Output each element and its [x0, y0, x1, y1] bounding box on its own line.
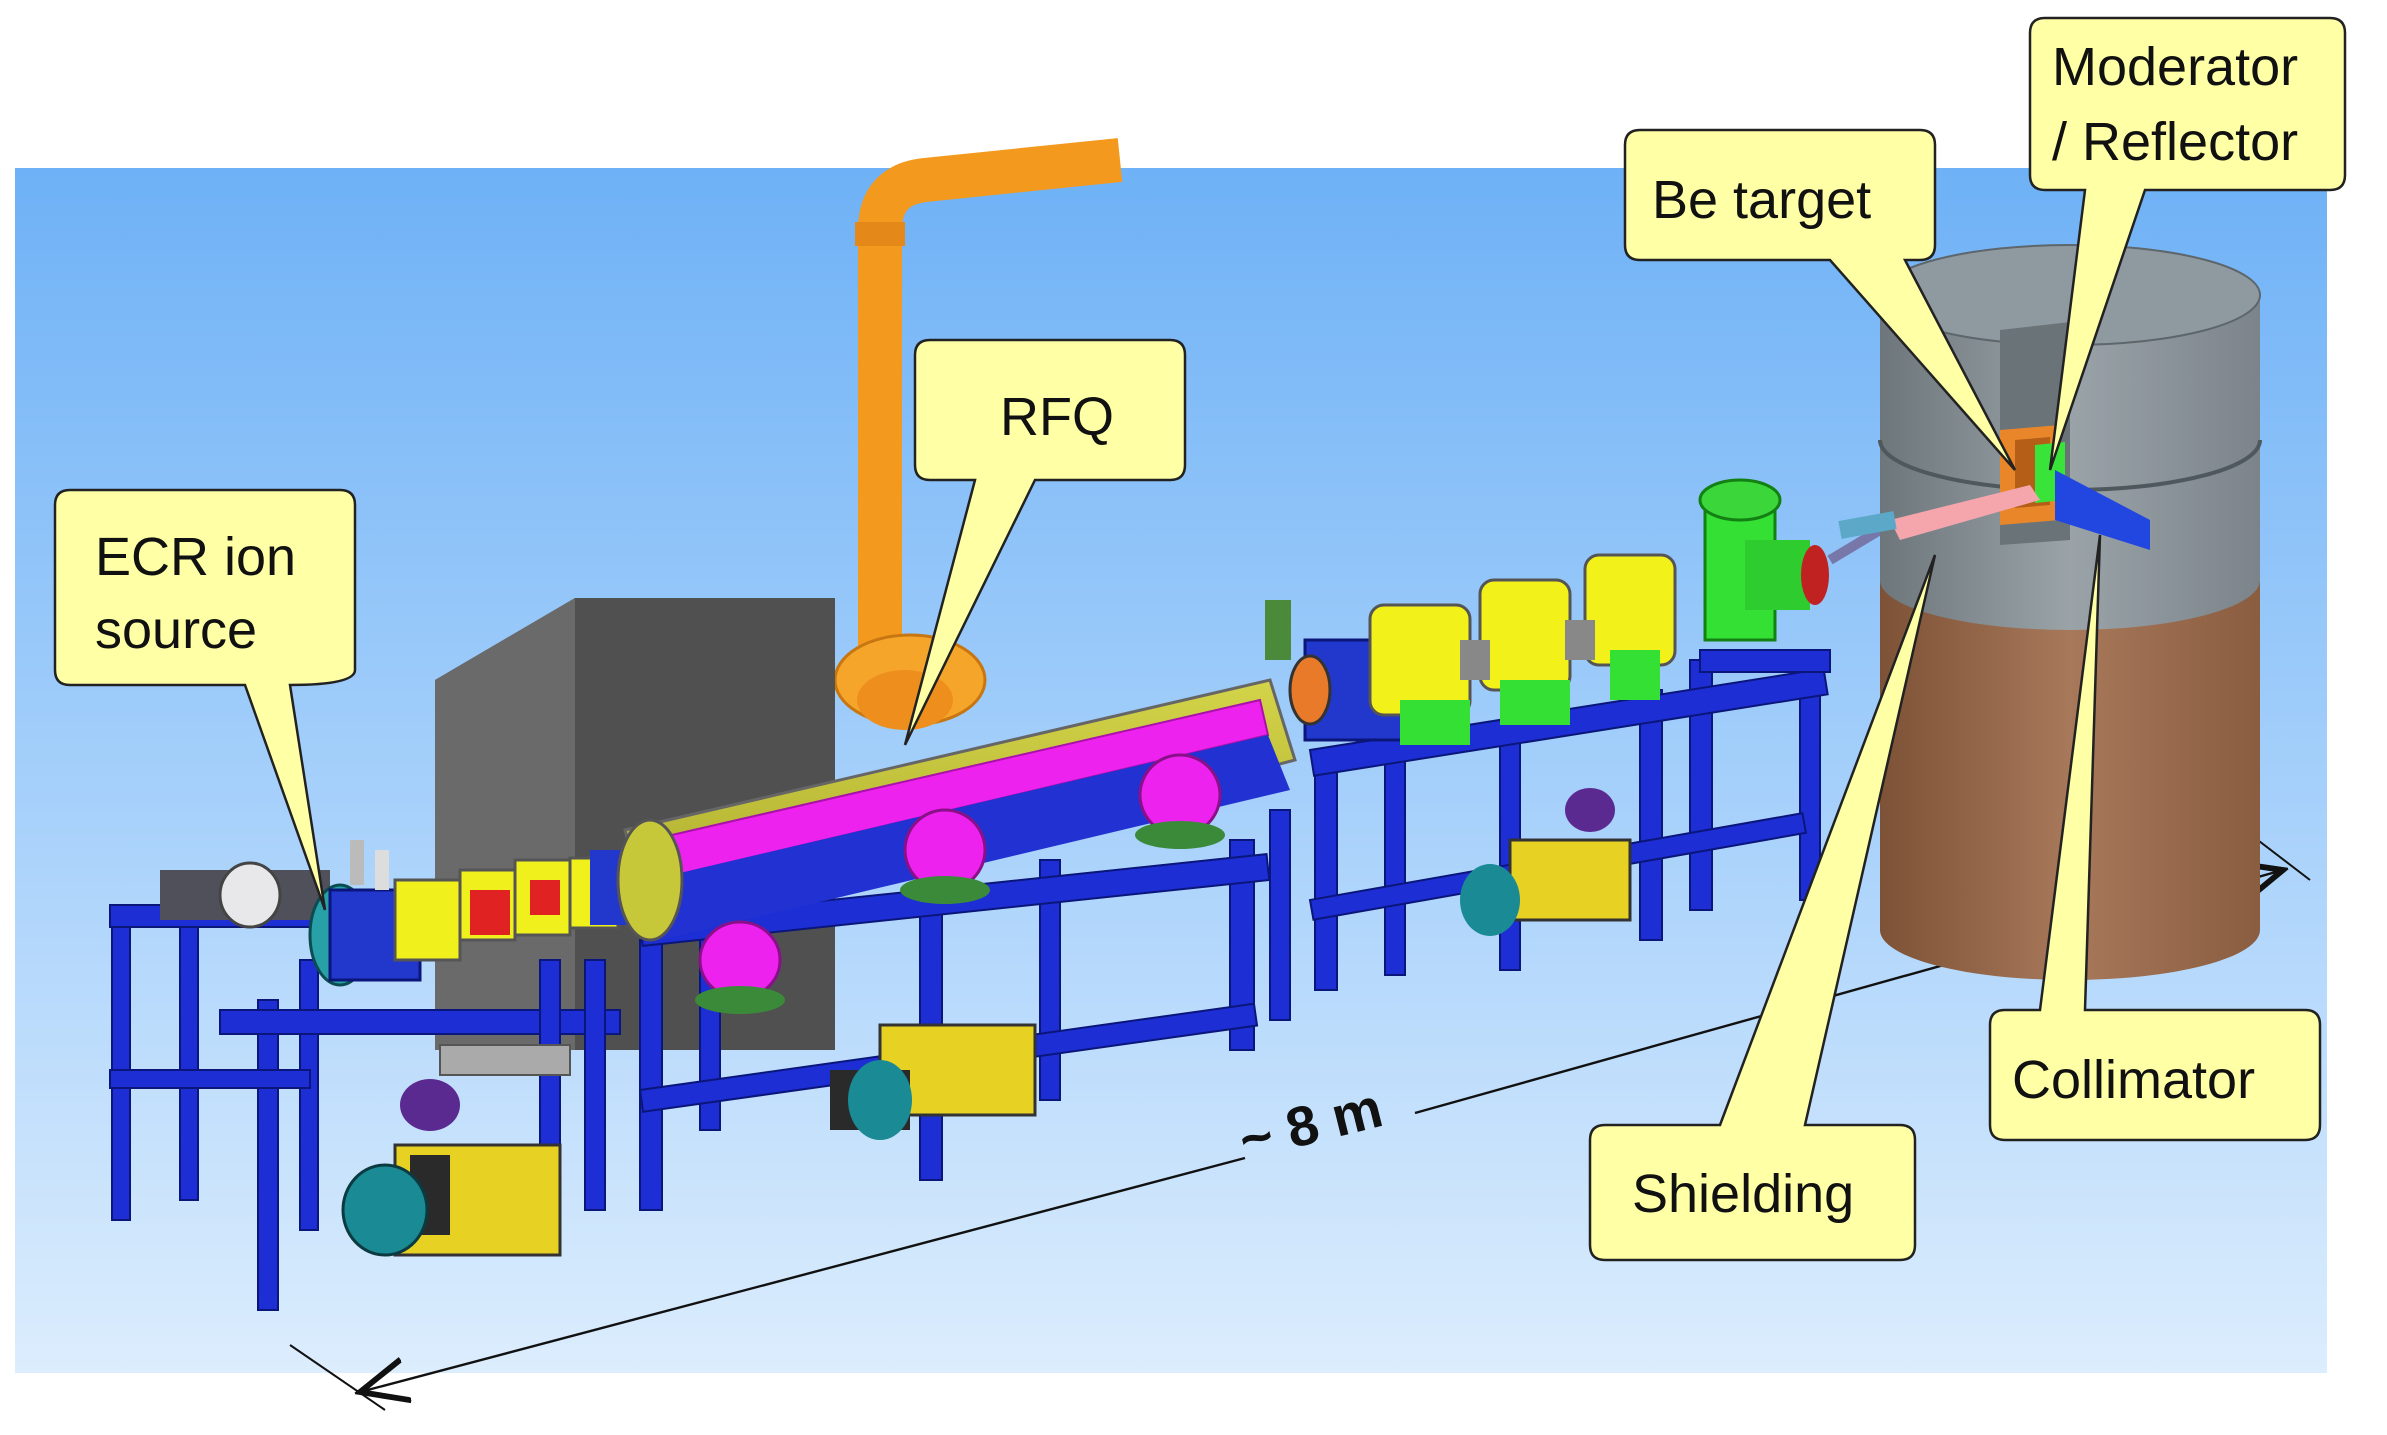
- ecr-frame: [109, 899, 621, 1311]
- vacuum-pump-right: [1460, 788, 1632, 936]
- collimator-label: Collimator: [2012, 1050, 2255, 1110]
- vacuum-pump-center: [830, 1023, 1037, 1140]
- ecr-label-line1: ECR ion: [95, 527, 296, 587]
- ecr-ion-source: [160, 840, 630, 987]
- ecr-label-line2: source: [95, 600, 257, 660]
- moderator-label-line2: / Reflector: [2052, 112, 2298, 172]
- callout-shielding: Shielding: [1588, 554, 1937, 1262]
- callout-rfq: RFQ: [903, 338, 1187, 746]
- shielding-label: Shielding: [1632, 1164, 1854, 1224]
- vacuum-pump-left: [341, 1044, 571, 1257]
- callout-ecr-ion-source: ECR ion source: [53, 488, 357, 911]
- callout-collimator: Collimator: [1988, 534, 2322, 1142]
- be-target-label: Be target: [1652, 170, 1871, 230]
- diagnostic-chamber: [1698, 478, 1883, 642]
- rfq-label: RFQ: [1000, 387, 1114, 447]
- callout-be-target: Be target: [1623, 128, 2017, 471]
- shielding-cylinder: [1838, 244, 2262, 980]
- moderator-label-line1: Moderator: [2052, 37, 2298, 97]
- quadrupole-magnets: [1288, 553, 1677, 745]
- callout-moderator-reflector: Moderator / Reflector: [2028, 16, 2347, 471]
- rfq-body: [616, 600, 1297, 1014]
